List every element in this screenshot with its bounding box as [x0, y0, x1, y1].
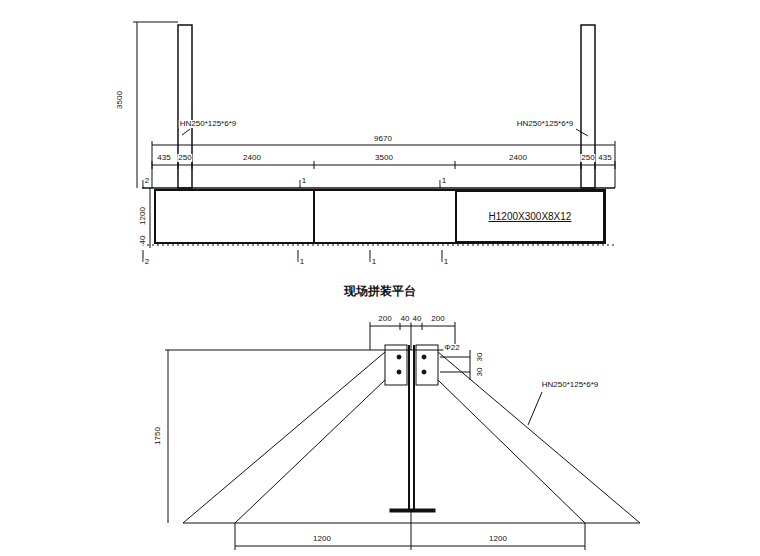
beam-panel: H1200X300X8X12	[455, 190, 605, 243]
beam-splice	[313, 190, 315, 243]
dimension-line	[370, 326, 455, 327]
connection-plate	[385, 345, 407, 385]
dimension-text: 250	[580, 154, 595, 162]
dimension-text: 40	[412, 315, 423, 323]
bolt	[397, 355, 426, 374]
section-mark-number: 1	[371, 258, 377, 266]
extension-line	[411, 512, 412, 550]
extension-line	[440, 372, 470, 373]
dimension-text: 2400	[242, 154, 262, 162]
dimension-line	[152, 165, 615, 166]
connection-plate	[416, 345, 438, 385]
dimension-text: 40	[400, 315, 411, 323]
section-mark-number: 2	[144, 177, 150, 185]
dimension-text: 30	[476, 367, 484, 378]
column-web	[413, 345, 415, 510]
column	[178, 25, 192, 188]
dimension-text: 435	[156, 154, 171, 162]
dimension-ticks	[370, 322, 455, 350]
dimension-text: 250	[177, 154, 192, 162]
leader-line	[576, 129, 588, 136]
beam-flange	[142, 245, 615, 246]
dimension-text: 200	[430, 315, 445, 323]
base-plate	[390, 509, 435, 512]
dimension-text: 9670	[373, 135, 393, 143]
member-label: HN250*125*6*9	[516, 120, 575, 128]
dimension-text: 3500	[116, 90, 124, 110]
column-web	[408, 345, 410, 510]
extension-line	[615, 141, 616, 188]
brace	[183, 352, 385, 523]
member-label: H1200X300X8X12	[489, 211, 572, 222]
leader-line	[182, 129, 190, 135]
extension-line	[133, 22, 178, 23]
drawing-caption: 现场拼装平台	[342, 283, 418, 300]
beam-body	[155, 190, 605, 243]
section-mark-number: 1	[301, 177, 307, 185]
dimension-line	[235, 546, 585, 547]
brace	[438, 380, 585, 523]
column	[581, 25, 595, 188]
dimension-text: 2400	[508, 154, 528, 162]
extension-line	[152, 141, 153, 188]
dimension-text: 435	[597, 154, 612, 162]
member-label: HN250*125*6*9	[179, 120, 238, 128]
dimension-ticks	[152, 161, 615, 169]
dimension-text: 1750	[154, 426, 162, 446]
beam-flange	[142, 187, 615, 189]
dimension-line	[168, 350, 169, 523]
dimension-line	[137, 22, 138, 188]
dimension-text: 1200	[488, 535, 508, 543]
extension-line	[165, 350, 455, 351]
section-mark-number: 2	[144, 258, 150, 266]
dimension-text: 200	[377, 315, 392, 323]
dimension-line	[150, 188, 151, 248]
section-mark	[143, 180, 442, 262]
brace	[438, 352, 640, 523]
leader-line	[528, 392, 542, 425]
bolt-diameter: Φ22	[443, 344, 460, 352]
section-mark-number: 1	[441, 177, 447, 185]
dimension-line	[152, 145, 615, 146]
brace	[235, 380, 385, 523]
section-mark-number: 1	[299, 258, 305, 266]
dimension-line	[470, 350, 471, 380]
dimension-text: 40	[139, 235, 147, 246]
section-mark-number: 1	[443, 258, 449, 266]
dimension-text: 1200	[139, 206, 147, 226]
dimension-text: 30	[476, 352, 484, 363]
member-label: HN250*125*6*9	[541, 381, 600, 389]
dimension-text: 3500	[374, 154, 394, 162]
dimension-text: 1200	[312, 535, 332, 543]
